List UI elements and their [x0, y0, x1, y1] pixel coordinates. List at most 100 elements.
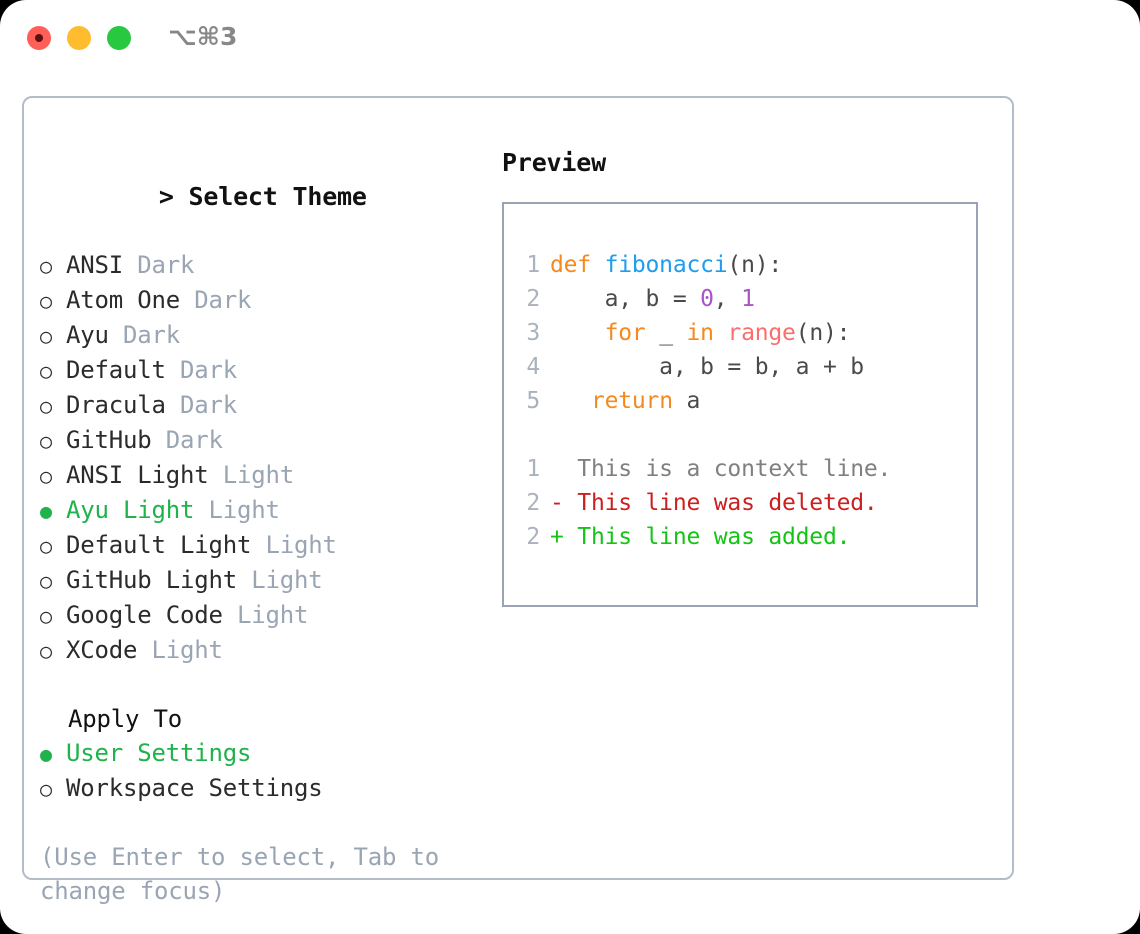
theme-option-tag: Dark: [180, 391, 237, 419]
theme-option-default-light[interactable]: ○ Default Light Light: [40, 528, 480, 563]
radio-unselected-icon: ○: [40, 324, 52, 348]
theme-option-tag: Light: [265, 531, 337, 559]
select-theme-label: Select Theme: [188, 182, 367, 211]
theme-option-xcode[interactable]: ○XCode Light: [40, 633, 480, 668]
caret-icon: >: [158, 182, 174, 211]
theme-option-label: Ayu Light: [66, 496, 195, 524]
theme-option-ayu[interactable]: ○Ayu Dark: [40, 318, 480, 353]
keyboard-hint-text: (Use Enter to select, Tab to change focu…: [40, 843, 439, 905]
minimize-button[interactable]: [67, 26, 91, 50]
label-tag-gap: [251, 528, 265, 562]
theme-option-tag: Light: [151, 636, 223, 664]
theme-option-tag: Dark: [137, 251, 195, 279]
apply-to-option-label: User Settings: [66, 739, 252, 767]
theme-option-ansi[interactable]: ○ ANSI Dark: [40, 248, 480, 283]
theme-option-label: GitHub Light: [66, 566, 237, 594]
diff-text: This is a context line.: [577, 456, 892, 482]
label-tag-gap: [137, 633, 151, 667]
label-tag-gap: [237, 563, 251, 597]
theme-option-label: Default Light: [66, 531, 252, 559]
theme-option-label: ANSI: [66, 251, 123, 279]
label-tag-gap: [223, 598, 237, 632]
line-number: 5: [526, 388, 540, 414]
code-token-keyword: for: [604, 320, 646, 346]
theme-option-tag: Dark: [194, 286, 252, 314]
radio-unselected-icon: ○: [40, 254, 52, 278]
theme-option-tag: Dark: [123, 321, 180, 349]
theme-option-tag: Light: [251, 566, 323, 594]
code-diff-spacer: [504, 418, 976, 452]
theme-option-label: Atom One: [66, 286, 180, 314]
radio-unselected-icon: ○: [40, 569, 52, 593]
label-tag-gap: [194, 493, 208, 527]
theme-option-label: Google Code: [66, 601, 223, 629]
radio-unselected-icon: ○: [40, 394, 52, 418]
code-token-keyword: def: [550, 252, 605, 278]
close-button[interactable]: [27, 26, 51, 50]
radio-selected-icon: ●: [40, 499, 52, 523]
code-token-plain: ,: [713, 286, 742, 312]
code-token-number: 1: [741, 286, 755, 312]
diff-sample: 1 This is a context line.2- This line wa…: [504, 452, 976, 554]
title-bar: ⌥⌘3: [0, 0, 1140, 78]
line-number: 2: [526, 286, 540, 312]
diff-text: This line was added.: [577, 524, 851, 550]
radio-unselected-icon: ○: [40, 359, 52, 383]
apply-to-heading: Apply To: [68, 705, 182, 733]
diff-sign: -: [550, 490, 578, 516]
list-spacer: [40, 668, 480, 702]
line-number: 1: [526, 252, 540, 278]
apply-to-option-user-settings[interactable]: ● User Settings: [40, 736, 480, 771]
theme-option-atom-one[interactable]: ○ Atom One Dark: [40, 283, 480, 318]
window-controls: [27, 26, 131, 50]
radio-unselected-icon: ○: [40, 289, 52, 313]
diff-line-deleted: 2- This line was deleted.: [504, 486, 976, 520]
theme-option-dracula[interactable]: ○ Dracula Dark: [40, 388, 480, 423]
diff-sign: +: [550, 524, 578, 550]
select-theme-heading: > Select Theme: [40, 146, 480, 248]
theme-option-default[interactable]: ○Default Dark: [40, 353, 480, 388]
code-line-content: def fibonacci(n):: [550, 248, 782, 282]
theme-selector-column: > Select Theme ○ANSI Dark○Atom One Dark○…: [40, 146, 480, 908]
code-token-keyword: in: [686, 320, 714, 346]
theme-option-tag: Dark: [165, 426, 223, 454]
code-token-plain: _: [645, 320, 687, 346]
code-token-plain: (n):: [795, 320, 851, 346]
theme-option-github-light[interactable]: ○ GitHub Light Light: [40, 563, 480, 598]
theme-option-label: Default: [66, 356, 166, 384]
line-number: 2: [526, 524, 540, 550]
keyboard-shortcut-label: ⌥⌘3: [168, 22, 238, 51]
theme-option-tag: Light: [222, 461, 294, 489]
code-token-call: range: [727, 320, 796, 346]
theme-option-tag: Light: [208, 496, 280, 524]
label-tag-gap: [152, 423, 166, 457]
apply-to-option-workspace-settings[interactable]: ○Workspace Settings: [40, 771, 480, 806]
radio-unselected-icon: ○: [40, 639, 52, 663]
diff-line-context: 1 This is a context line.: [504, 452, 976, 486]
maximize-button[interactable]: [107, 26, 131, 50]
theme-option-ansi-light[interactable]: ○ANSI Light Light: [40, 458, 480, 493]
line-number: 3: [526, 320, 540, 346]
theme-option-label: ANSI Light: [66, 461, 209, 489]
code-line: 4 a, b = b, a + b: [504, 350, 976, 384]
code-token-plain: a, b =: [550, 286, 701, 312]
code-line: 1 def fibonacci(n):: [504, 248, 976, 282]
theme-option-ayu-light[interactable]: ● Ayu Light Light: [40, 493, 480, 528]
label-tag-gap: [166, 388, 180, 422]
label-tag-gap: [109, 318, 123, 352]
code-line-content: a, b = b, a + b: [550, 350, 864, 384]
theme-option-label: Dracula: [66, 391, 166, 419]
code-token-plain: [714, 320, 728, 346]
preview-heading: Preview: [502, 148, 606, 177]
radio-selected-icon: ●: [40, 742, 52, 766]
radio-unselected-icon: ○: [40, 534, 52, 558]
diff-text: This line was deleted.: [577, 490, 878, 516]
code-token-function: fibonacci: [604, 252, 728, 278]
code-token-plain: a: [672, 388, 701, 414]
theme-option-github[interactable]: ○GitHub Dark: [40, 423, 480, 458]
theme-option-google-code[interactable]: ○Google Code Light: [40, 598, 480, 633]
